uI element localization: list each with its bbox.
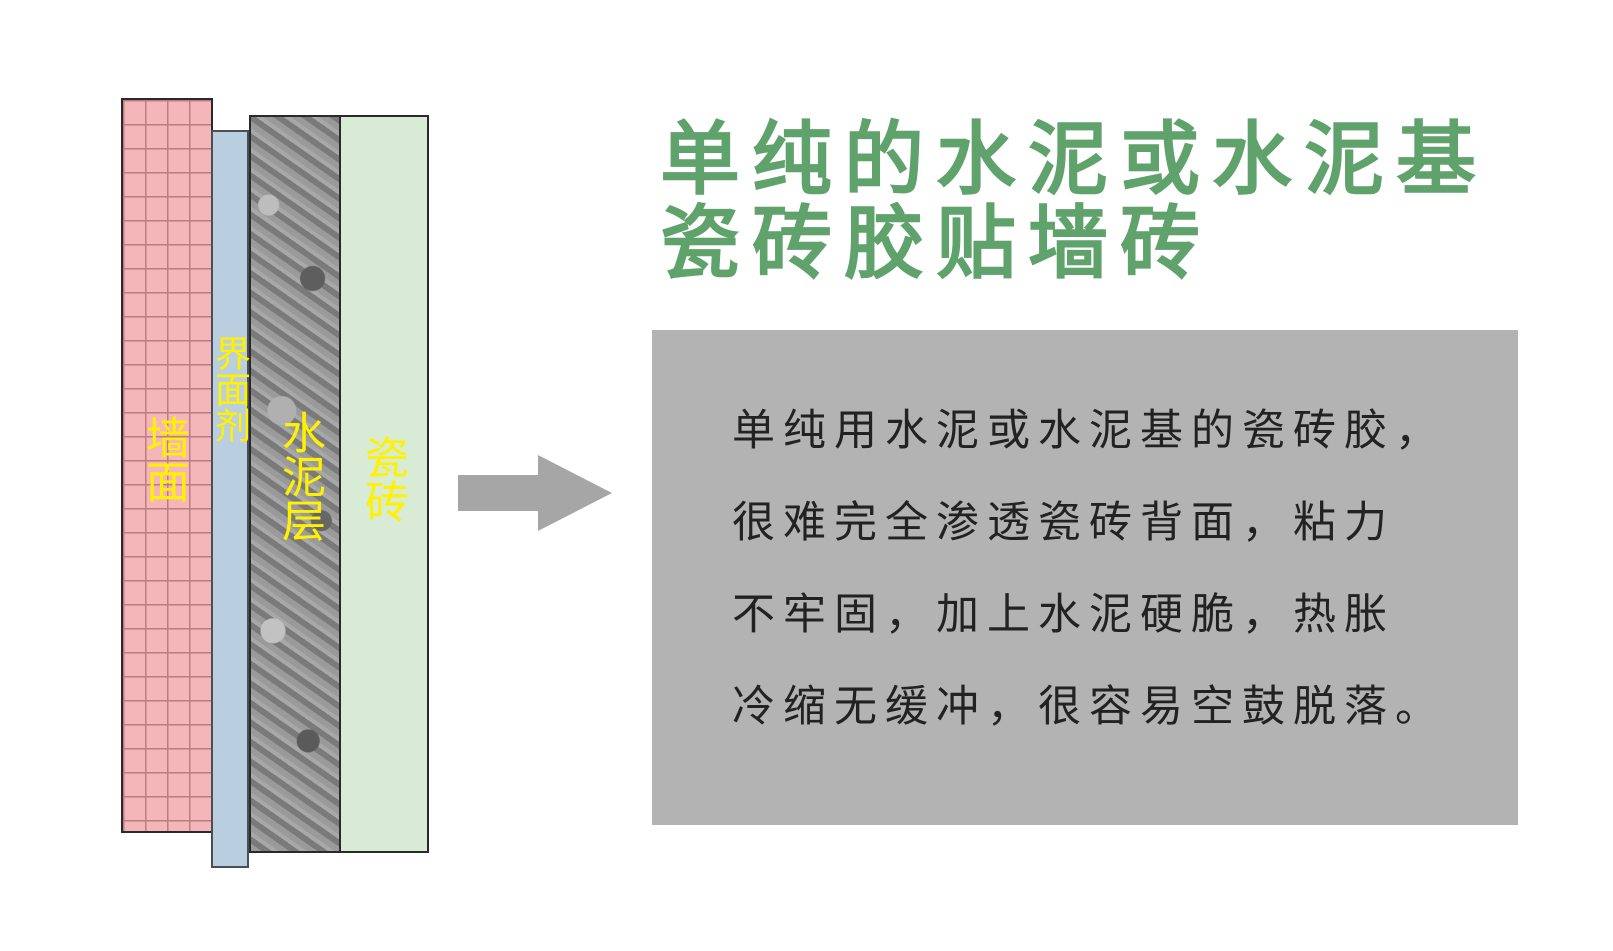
description-panel: 单纯用水泥或水泥基的瓷砖胶， 很难完全渗透瓷砖背面，粘力 不牢固，加上水泥硬脆，…	[652, 330, 1518, 825]
cement-label: 水泥层	[274, 410, 325, 542]
description-line-1: 单纯用水泥或水泥基的瓷砖胶，	[732, 406, 1446, 456]
title-line-2: 瓷砖胶贴墙砖	[660, 197, 1212, 290]
tile-layer	[339, 115, 429, 853]
wall-layer	[121, 98, 213, 833]
primer-layer	[211, 130, 249, 868]
title-line-1: 单纯的水泥或水泥基	[660, 113, 1488, 206]
right-arrow-icon	[458, 455, 612, 531]
description-text: 单纯用水泥或水泥基的瓷砖胶， 很难完全渗透瓷砖背面，粘力 不牢固，加上水泥硬脆，…	[732, 385, 1446, 753]
primer-label: 界面剂	[209, 335, 250, 443]
description-line-3: 不牢固，加上水泥硬脆，热胀	[732, 590, 1395, 640]
tile-label: 瓷砖	[357, 435, 408, 523]
cement-layer	[249, 115, 341, 853]
wall-label: 墙面	[138, 415, 189, 503]
description-line-2: 很难完全渗透瓷砖背面，粘力	[732, 498, 1395, 548]
page-title: 单纯的水泥或水泥基 瓷砖胶贴墙砖	[660, 118, 1540, 286]
description-line-4: 冷缩无缓冲，很容易空鼓脱落。	[732, 682, 1446, 732]
